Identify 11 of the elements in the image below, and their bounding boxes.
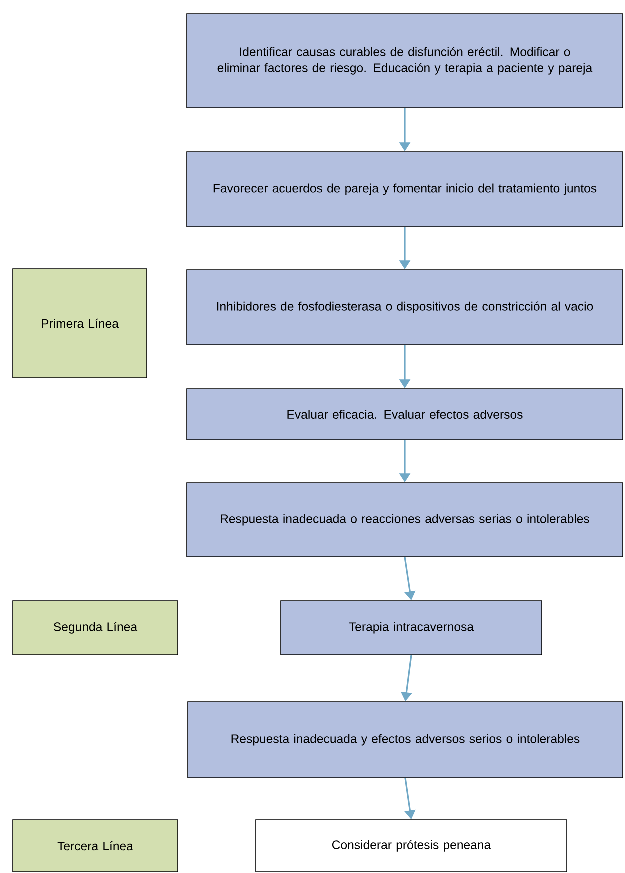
line-label-box: Tercera Línea [12, 820, 178, 872]
process-box: Respuesta inadecuada o reacciones adversas serias o intolerables [186, 482, 624, 558]
process-box: Favorecer acuerdos de pareja y fomentar inicio del tratamiento juntos [186, 152, 624, 228]
process-box: Inhibidores de fosfodiesterasa o dispositivos de constricción al vacio [186, 270, 624, 346]
process-box: Terapia intracavernosa [280, 600, 542, 656]
line-label-box: Primera Línea [12, 268, 148, 378]
process-box: Identificar causas curables de disfunción eréctil. Modificar o eliminar factores de riesgo. Educación y terapia a paciente y pareja [186, 14, 624, 108]
line-label-box: Segunda Línea [12, 600, 178, 656]
process-box: Respuesta inadecuada y efectos adversos serios o intolerables [188, 702, 624, 778]
process-box: Evaluar eficacia. Evaluar efectos adversos [186, 388, 624, 440]
process-box: Considerar prótesis peneana [256, 820, 568, 872]
